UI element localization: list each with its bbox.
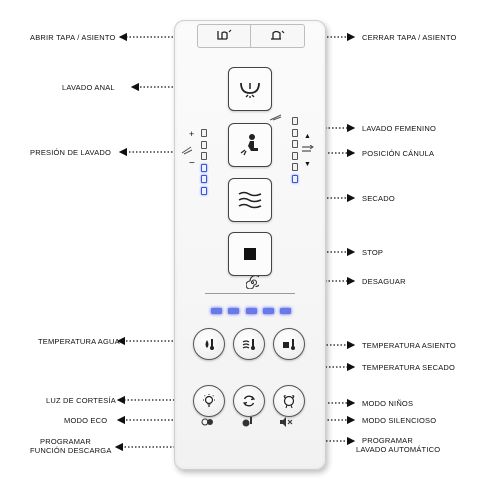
label-programar-lavado-1: PROGRAMAR	[362, 436, 413, 445]
kids-mode-icon	[283, 395, 295, 409]
dry-temp-icon	[242, 339, 255, 350]
label-luz-cortesia: LUZ DE CORTESÍA	[46, 396, 116, 405]
indicator-led	[262, 308, 274, 314]
label-modo-ninos: MODO NIÑOS	[362, 399, 414, 408]
stop-square-icon	[244, 248, 256, 260]
seat-temperature-button[interactable]	[273, 328, 305, 360]
dry-temperature-button[interactable]	[233, 328, 265, 360]
level-bar	[292, 117, 298, 125]
drain-button[interactable]	[245, 275, 259, 289]
indicator-leds	[211, 308, 291, 314]
anal-wash-button[interactable]	[228, 67, 272, 111]
pressure-level-bars	[201, 129, 208, 198]
label-lavado-femenino: LAVADO FEMENINO	[362, 124, 436, 133]
label-temperatura-secado: TEMPERATURA SECADO	[362, 363, 456, 372]
label-programar-descarga-2: FUNCIÓN DESCARGA	[30, 446, 112, 455]
level-bar	[292, 151, 298, 160]
close-lid-button[interactable]	[251, 25, 303, 47]
position-down-arrow: ▼	[304, 161, 311, 168]
indicator-led	[228, 308, 240, 314]
level-bar	[201, 152, 207, 160]
eco-mode-icon	[201, 418, 213, 426]
level-bar	[201, 129, 207, 137]
dry-button[interactable]	[228, 178, 272, 222]
level-bar	[201, 140, 207, 149]
open-lid-icon	[217, 29, 232, 40]
label-secado: SECADO	[362, 194, 395, 203]
label-presion-lavado: PRESIÓN DE LAVADO	[30, 148, 112, 157]
position-up-arrow: ▲	[304, 133, 311, 140]
stop-button[interactable]	[228, 232, 272, 276]
feminine-wash-icon	[240, 134, 258, 156]
open-lid-button[interactable]	[198, 25, 251, 47]
label-cerrar-tapa: CERRAR TAPA / ASIENTO	[362, 33, 457, 42]
panel-divider	[205, 293, 295, 294]
light-bulb-icon	[203, 394, 215, 407]
label-lavado-anal: LAVADO ANAL	[62, 83, 115, 92]
water-temperature-button[interactable]	[193, 328, 225, 360]
water-temp-icon	[205, 339, 214, 350]
indicator-led	[245, 308, 257, 314]
label-abrir-tapa: ABRIR TAPA / ASIENTO	[30, 33, 116, 42]
label-modo-silencioso: MODO SILENCIOSO	[362, 416, 437, 425]
dry-waves-icon	[238, 191, 262, 209]
seat-temp-icon	[283, 339, 295, 350]
label-stop: STOP	[362, 248, 384, 257]
level-bar	[292, 174, 298, 183]
feminine-wash-button[interactable]	[228, 123, 272, 167]
anal-wash-icon	[240, 82, 260, 98]
flush-program-icon	[242, 417, 252, 427]
nozzle-position-bars	[292, 117, 299, 186]
close-lid-icon	[271, 30, 285, 40]
indicator-led	[211, 308, 222, 314]
label-modo-eco: MODO ECO	[64, 416, 108, 425]
refresh-icon	[242, 395, 256, 407]
label-programar-descarga-1: PROGRAMAR	[40, 437, 91, 446]
lid-buttons-group	[197, 24, 305, 48]
spray-indicator-icon	[269, 114, 282, 121]
label-programar-lavado-2: LAVADO AUTOMÁTICO	[356, 445, 441, 454]
level-bar	[201, 186, 207, 195]
label-temperatura-agua: TEMPERATURA AGUA	[38, 337, 120, 346]
pressure-icon	[181, 146, 193, 155]
level-bar	[292, 128, 298, 137]
level-bar	[201, 175, 207, 183]
remote-control-panel: + − ▲ ▼	[174, 20, 326, 470]
pressure-minus-sign: −	[189, 158, 195, 169]
drain-swirl-icon	[245, 275, 259, 289]
silent-mode-icon	[280, 417, 293, 427]
kids-mode-button[interactable]	[273, 385, 305, 417]
level-bar	[292, 140, 298, 148]
indicator-led	[280, 308, 291, 314]
auto-wash-button[interactable]	[233, 385, 265, 417]
label-posicion-canula: POSICIÓN CÁNULA	[362, 149, 435, 158]
nozzle-position-icon	[302, 145, 314, 152]
courtesy-light-button[interactable]	[193, 385, 225, 417]
level-bar	[292, 163, 298, 171]
pressure-plus-sign: +	[189, 129, 195, 139]
level-bar	[201, 163, 207, 172]
label-temperatura-asiento: TEMPERATURA ASIENTO	[362, 341, 456, 350]
label-desaguar: DESAGUAR	[362, 277, 406, 286]
